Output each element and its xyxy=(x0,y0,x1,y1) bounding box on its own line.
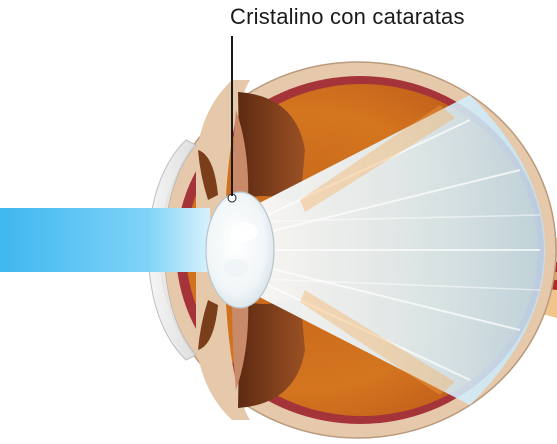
lens-callout-label: Cristalino con cataratas xyxy=(230,4,465,29)
glare-lower xyxy=(300,290,455,395)
ciliary-muscle-lower xyxy=(238,295,305,408)
iris-lower xyxy=(198,300,218,350)
ciliary-body-lower xyxy=(232,292,249,390)
iris-upper xyxy=(198,150,218,200)
glare-upper xyxy=(300,105,455,212)
cornea xyxy=(147,139,197,361)
incoming-light-beam xyxy=(0,208,210,272)
ciliary-body-upper xyxy=(232,110,249,210)
cataract-lens xyxy=(205,191,275,309)
light-rays xyxy=(235,119,540,381)
ciliary-muscle-upper xyxy=(238,92,305,205)
